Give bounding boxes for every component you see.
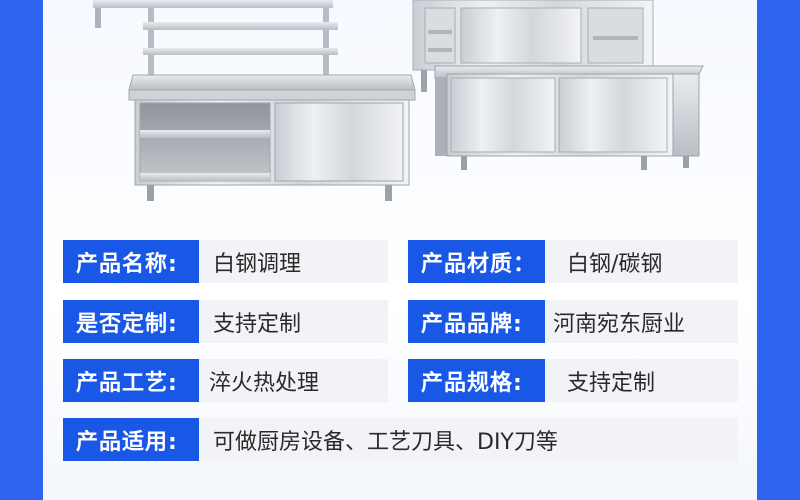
spec-value: 白钢/碳钢 <box>567 251 663 277</box>
spec-value: 支持定制 <box>567 370 656 396</box>
spec-row-name: 产品名称: 白钢调理 <box>63 240 388 283</box>
content-panel: 产品名称: 白钢调理 产品材质： 白钢/碳钢 是否定制: 支持定制 产品品牌: … <box>43 0 757 500</box>
spec-value: 淬火热处理 <box>209 370 320 396</box>
spec-value: 河南宛东厨业 <box>553 311 686 337</box>
spec-row-brand: 产品品牌: 河南宛东厨业 <box>408 300 738 343</box>
spec-label: 产品名称: <box>63 240 199 283</box>
spec-row-material: 产品材质： 白钢/碳钢 <box>408 240 738 283</box>
spec-row-process: 产品工艺: 淬火热处理 <box>63 359 388 402</box>
spec-label: 产品规格: <box>408 359 545 402</box>
spec-label: 产品适用: <box>63 418 199 461</box>
front-right-cabinet <box>434 65 704 170</box>
back-right-cabinet <box>412 0 654 92</box>
spec-value: 可做厨房设备、工艺刀具、DIY刀等 <box>213 429 558 455</box>
spec-value: 支持定制 <box>213 311 302 337</box>
spec-label: 是否定制: <box>63 300 199 343</box>
spec-value: 白钢调理 <box>213 251 302 277</box>
spec-label: 产品材质： <box>408 240 545 283</box>
spec-row-custom: 是否定制: 支持定制 <box>63 300 388 343</box>
front-left-cabinet <box>128 74 416 201</box>
spec-label: 产品品牌: <box>408 300 545 343</box>
product-image <box>43 0 757 220</box>
spec-row-size: 产品规格: 支持定制 <box>408 359 738 402</box>
spec-row-usage: 产品适用: 可做厨房设备、工艺刀具、DIY刀等 <box>63 418 738 461</box>
back-left-table <box>93 0 338 78</box>
spec-label: 产品工艺: <box>63 359 199 402</box>
